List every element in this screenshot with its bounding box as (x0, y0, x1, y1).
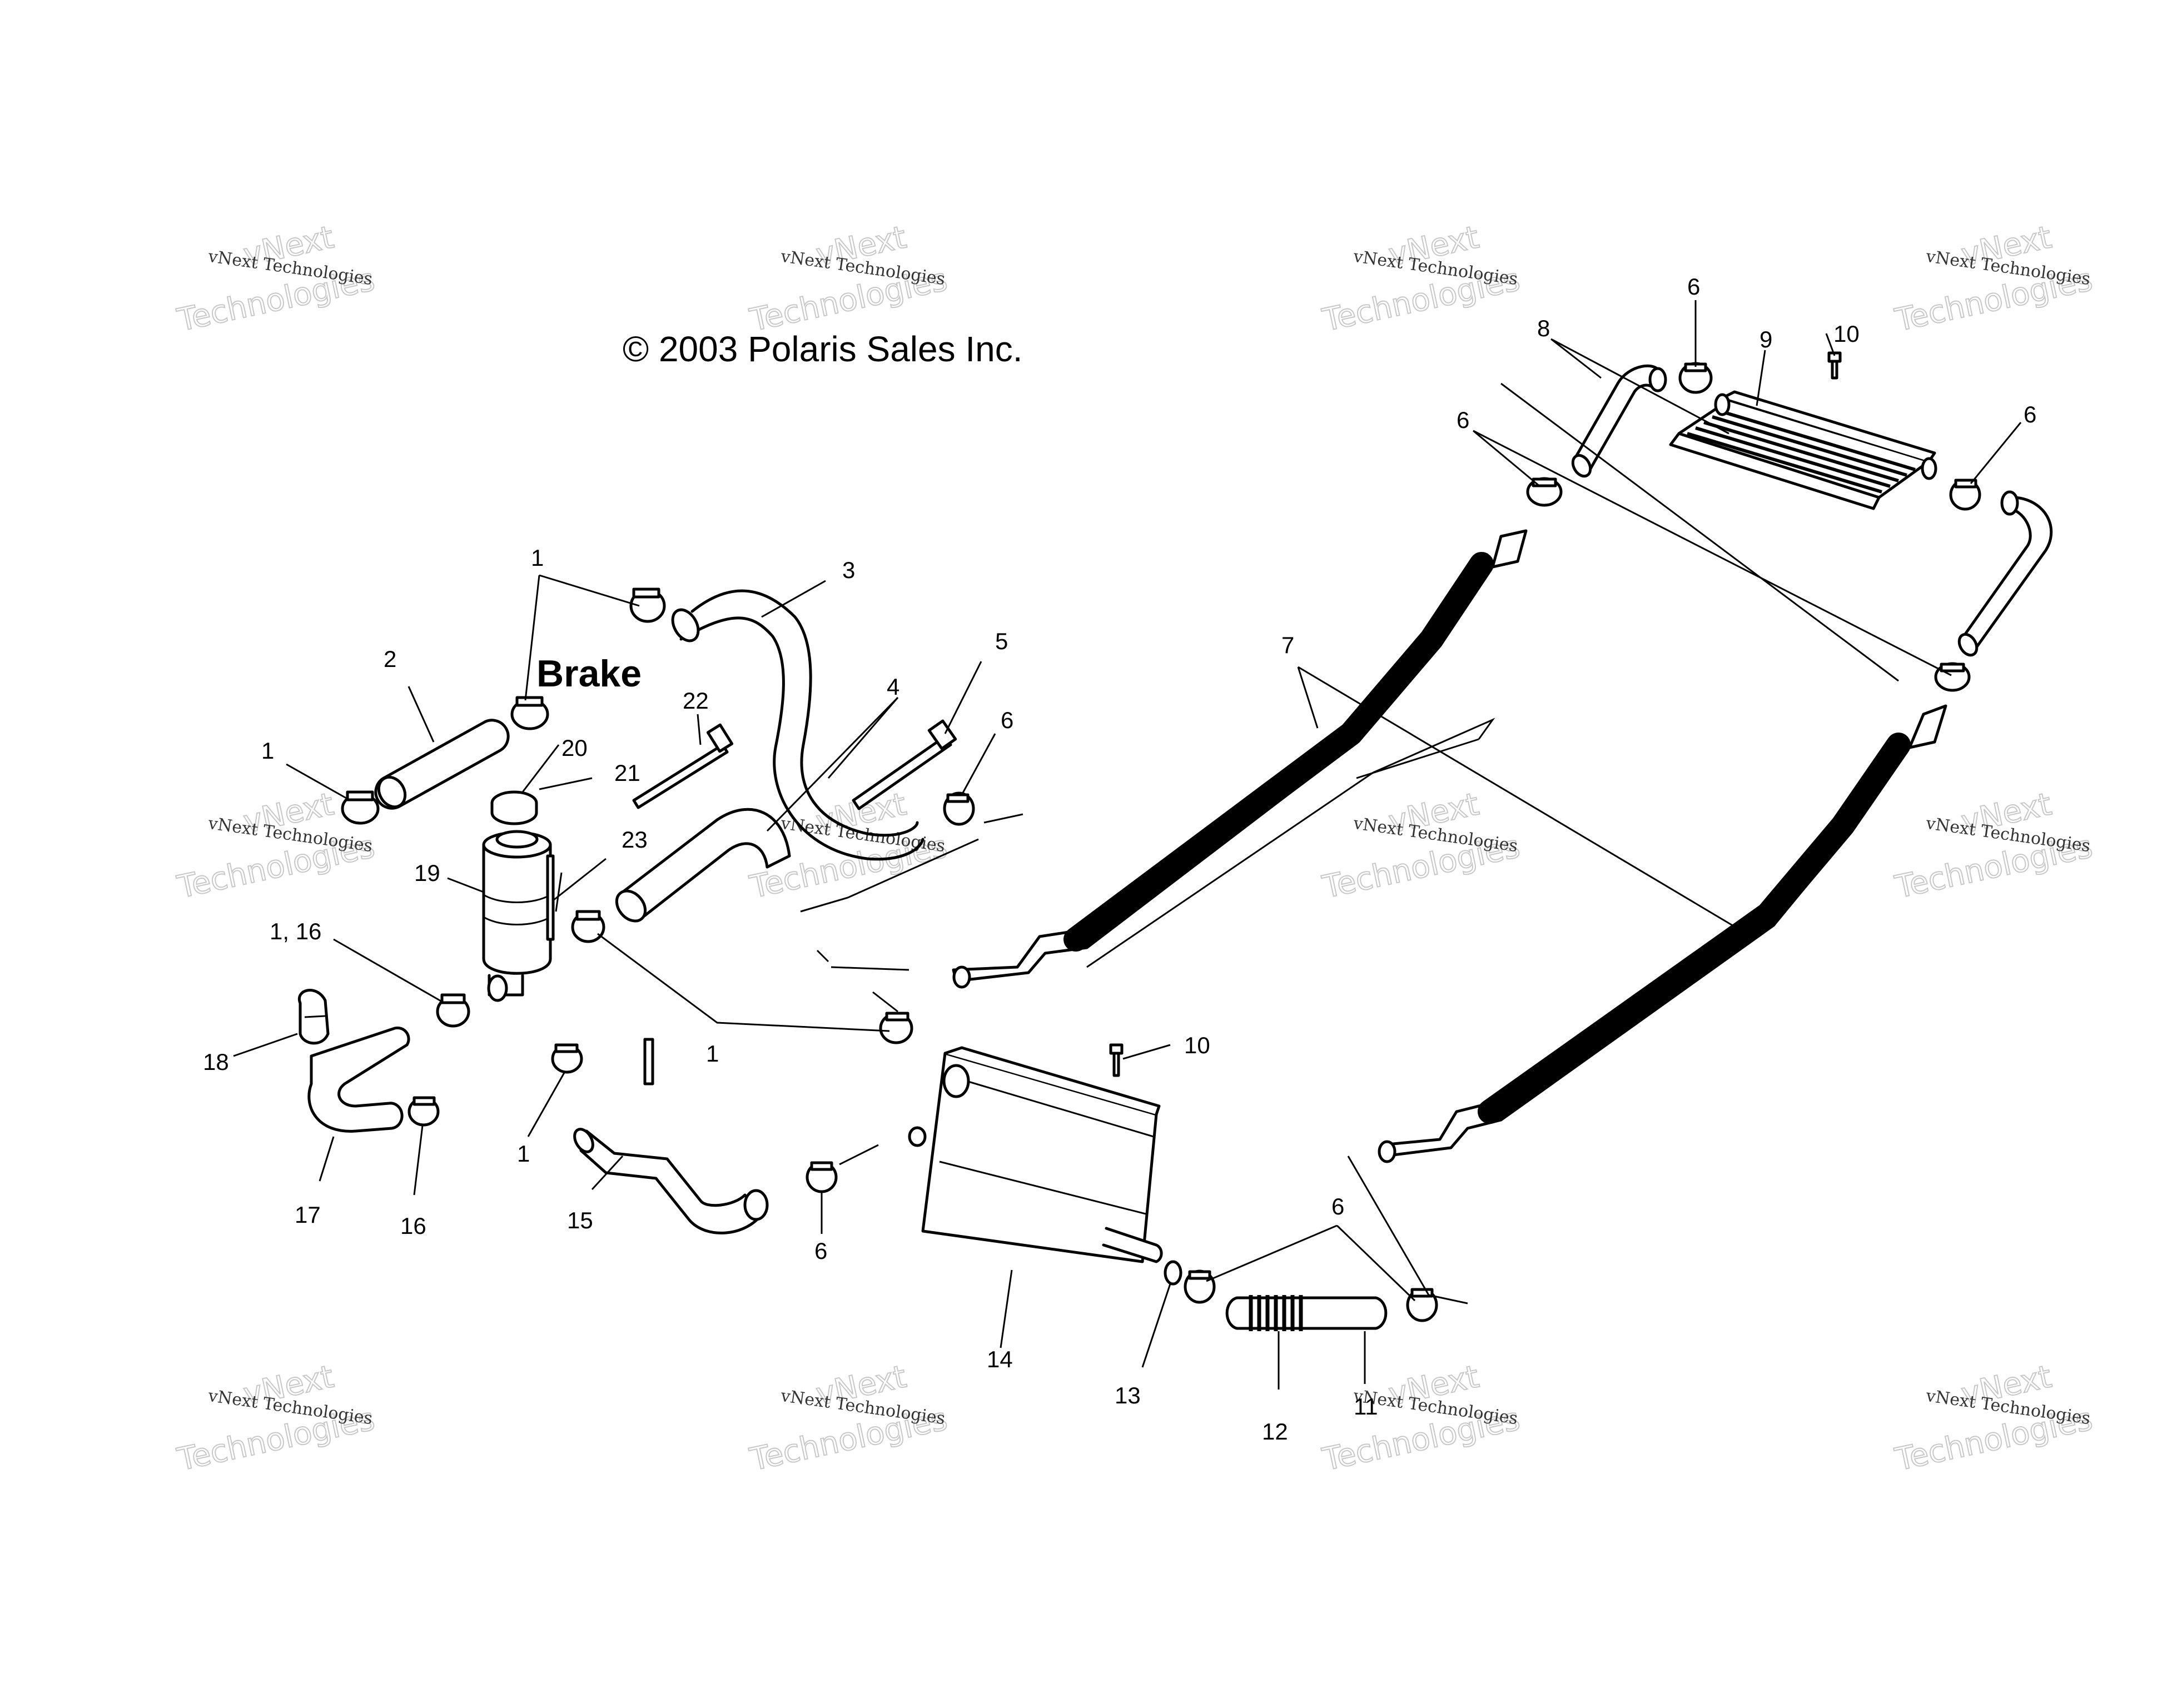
clamp-icon (436, 993, 470, 1028)
clamp-icon (551, 1043, 583, 1074)
clamp-icon (806, 1161, 838, 1193)
callout-12: 12 (1262, 1418, 1288, 1445)
parts (297, 351, 2053, 1331)
callout-9: 9 (1760, 326, 1772, 352)
callout-19: 19 (414, 860, 440, 886)
hose-part-4 (615, 808, 791, 923)
pipe-part-15 (573, 1038, 769, 1234)
reservoir-cap-part-20 (490, 790, 538, 825)
clamp-icon (1949, 479, 1981, 511)
tunnel-cooler-part-7-right (1378, 704, 1947, 1163)
callout-2: 2 (384, 646, 396, 672)
hose-part-8-left (1571, 364, 1667, 478)
bolt-part-10-mid (1109, 1043, 1124, 1077)
hose-part-3 (671, 589, 925, 861)
strap-part-22 (632, 723, 734, 809)
clamp-icon (341, 790, 380, 825)
clip-part-18 (297, 989, 330, 1045)
callout-16: 16 (400, 1213, 426, 1239)
callout-15: 15 (567, 1207, 593, 1233)
clamp-icon (1526, 477, 1563, 507)
copyright-title: © 2003 Polaris Sales Inc. (623, 329, 1023, 369)
callout-23: 23 (622, 826, 648, 853)
callout-8: 8 (1537, 315, 1550, 341)
clamp-icon (571, 910, 605, 943)
callout-1: 1 (706, 1040, 719, 1067)
cooler-part-14 (908, 1046, 1163, 1263)
callout-1: 1 (261, 738, 274, 764)
brake-label: Brake (536, 653, 642, 695)
clamp-icon (943, 791, 975, 826)
callout-4: 4 (887, 674, 899, 700)
clamp-icon (407, 1096, 440, 1127)
callout-14: 14 (987, 1346, 1013, 1372)
hose-part-12 (1225, 1295, 1388, 1331)
callouts: 1 1 1 1 1, 16 2 3 4 5 6 6 6 6 6 6 7 8 9 … (203, 273, 2036, 1445)
clamp-icon (879, 1012, 913, 1044)
callout-7: 7 (1281, 632, 1294, 658)
strap-part-5 (852, 719, 957, 810)
callout-17: 17 (295, 1202, 321, 1228)
callout-10: 10 (1184, 1032, 1210, 1058)
callout-10: 10 (1833, 321, 1860, 347)
callout-3: 3 (842, 557, 855, 583)
clamp-icon (510, 696, 549, 730)
callout-22: 22 (683, 688, 709, 714)
hose-part-17 (307, 1026, 410, 1133)
hose-part-2 (374, 719, 510, 810)
clamp-icon (1406, 1288, 1438, 1322)
callout-1: 1 (517, 1141, 530, 1167)
leader-lines (233, 300, 2022, 1390)
callout-18: 18 (203, 1049, 229, 1075)
callout-1-16: 1, 16 (270, 918, 321, 944)
callout-5: 5 (995, 628, 1008, 654)
reservoir-part-19 (482, 830, 555, 1002)
pin-part-21 (555, 872, 563, 912)
bolt-part-10-top (1827, 351, 1842, 380)
clamp-icon (1934, 662, 1971, 692)
callout-6: 6 (1331, 1193, 1344, 1219)
callout-21: 21 (614, 760, 640, 786)
callout-11: 11 (1354, 1393, 1378, 1420)
o-ring-part-13 (1164, 1260, 1182, 1286)
callout-6: 6 (814, 1238, 827, 1264)
hose-part-8-right (1957, 490, 2053, 657)
callout-6: 6 (1687, 273, 1700, 300)
clamp-icon (1678, 362, 1713, 394)
clamp-icon (629, 587, 666, 623)
callout-13: 13 (1115, 1382, 1141, 1408)
callout-20: 20 (561, 735, 588, 761)
cooler-part-9 (1669, 390, 1937, 510)
callout-6: 6 (1001, 707, 1013, 733)
clamp-icon (1184, 1269, 1216, 1304)
callout-1: 1 (531, 545, 544, 571)
tunnel-cooler-part-7-left (952, 529, 1528, 989)
callout-6: 6 (2024, 401, 2036, 427)
callout-6: 6 (1457, 407, 1469, 433)
